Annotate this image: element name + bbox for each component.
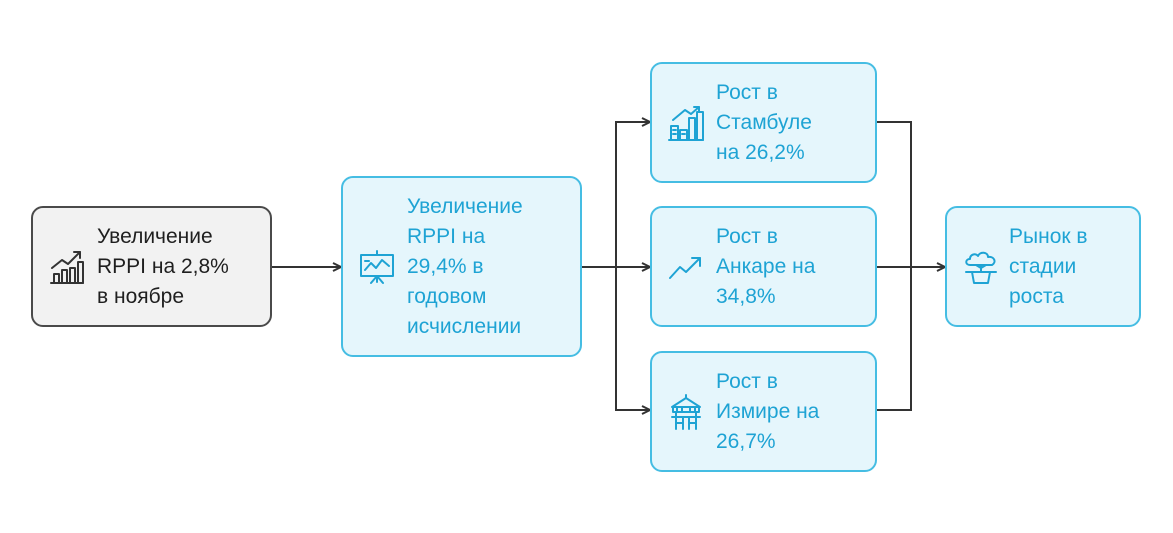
node-rppi-monthly: Увеличение RPPI на 2,8% в ноябре — [31, 206, 272, 327]
node-istanbul: Рост в Стамбуле на 26,2% — [650, 62, 877, 183]
node-label: Рост в Анкаре на 34,8% — [716, 224, 816, 308]
node-label: Рост в Стамбуле на 26,2% — [716, 80, 812, 164]
edge-n2-n5 — [615, 267, 650, 410]
potted-tree-icon — [961, 247, 1001, 287]
city-growth-icon — [666, 103, 706, 143]
edge-n5-n6 — [876, 267, 912, 411]
presentation-chart-icon — [357, 247, 397, 287]
node-label: Увеличение RPPI на 29,4% в годовом исчис… — [407, 194, 523, 338]
node-rppi-annual: Увеличение RPPI на 29,4% в годовом исчис… — [341, 176, 582, 357]
pavilion-icon — [666, 392, 706, 432]
node-label: Увеличение RPPI на 2,8% в ноябре — [97, 224, 229, 308]
node-izmir: Рост в Измире на 26,7% — [650, 351, 877, 472]
node-ankara: Рост в Анкаре на 34,8% — [650, 206, 877, 327]
growth-chart-icon — [47, 247, 87, 287]
node-label: Рынок в стадии роста — [1009, 224, 1088, 308]
node-market-growth: Рынок в стадии роста — [945, 206, 1141, 327]
edge-n3-n6 — [876, 121, 912, 267]
trend-up-icon — [666, 247, 706, 287]
node-label: Рост в Измире на 26,7% — [716, 369, 820, 453]
edge-n2-n3 — [581, 122, 650, 268]
